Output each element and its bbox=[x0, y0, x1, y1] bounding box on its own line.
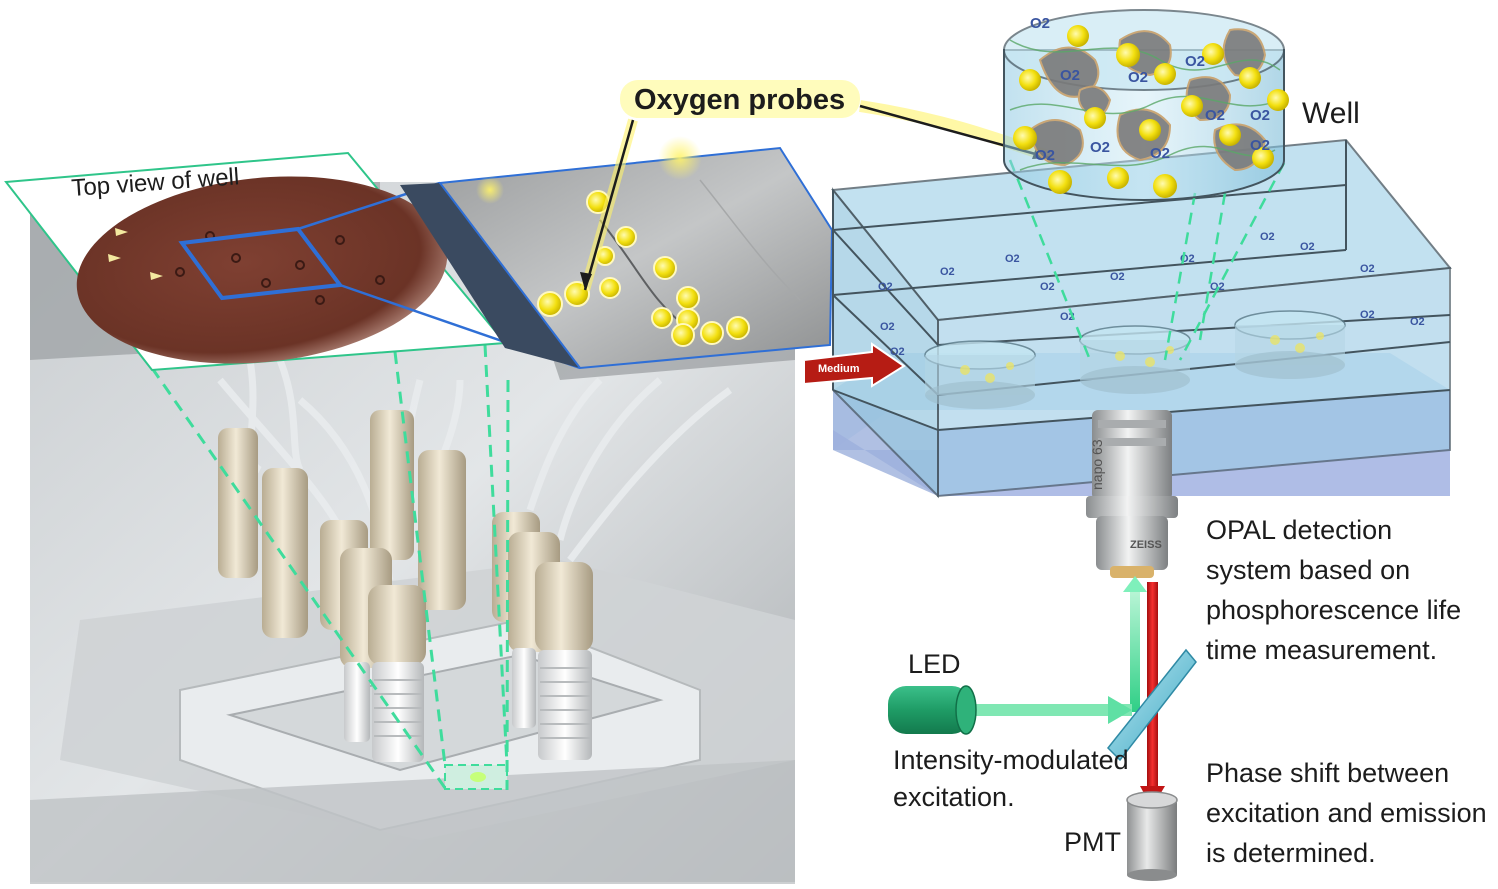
well-probes bbox=[1013, 25, 1289, 198]
opal-line-3: phosphorescence life bbox=[1206, 595, 1462, 625]
svg-text:O2: O2 bbox=[1005, 253, 1020, 265]
pmt-detector bbox=[1126, 791, 1178, 881]
svg-text:O2: O2 bbox=[1205, 107, 1225, 124]
svg-text:O2: O2 bbox=[1250, 107, 1270, 124]
svg-text:O2: O2 bbox=[940, 266, 955, 278]
tissue-well bbox=[76, 176, 448, 364]
objective-brand: ZEISS bbox=[1130, 539, 1162, 551]
tube-fittings bbox=[218, 410, 593, 762]
svg-text:O2: O2 bbox=[1060, 67, 1080, 84]
svg-text:O2: O2 bbox=[1110, 271, 1125, 283]
dichroic-mirror bbox=[1106, 648, 1197, 762]
svg-text:O2: O2 bbox=[1260, 231, 1275, 243]
medium-inlet-arrow: Medium bbox=[803, 342, 906, 388]
opal-line-4: time measurement. bbox=[1206, 635, 1438, 665]
excitation-beam-horizontal bbox=[972, 704, 1132, 716]
projection-lines-photo bbox=[150, 344, 510, 791]
micrograph-panel bbox=[400, 136, 834, 370]
chip-wells bbox=[924, 310, 1346, 409]
excitation-line-1: Intensity-modulated bbox=[893, 745, 1129, 775]
emission-beam bbox=[1147, 582, 1158, 788]
well-o2-labels: O2 O2 O2 O2 O2 O2 O2 O2 O2 O2 bbox=[1030, 15, 1270, 164]
excitation-line-2: excitation. bbox=[893, 782, 1015, 812]
svg-text:O2: O2 bbox=[1360, 263, 1375, 275]
microfluidic-chip: O2 O2 O2 O2 O2 O2 O2 O2 O2 O2 O2 O2 O2 O… bbox=[831, 138, 1452, 499]
opal-line-1: OPAL detection bbox=[1206, 515, 1393, 545]
excitation-beam-vertical bbox=[1130, 590, 1140, 712]
svg-text:O2: O2 bbox=[1300, 241, 1315, 253]
svg-text:O2: O2 bbox=[1150, 145, 1170, 162]
objective-text: napo 63 bbox=[1089, 439, 1105, 490]
svg-text:O2: O2 bbox=[1040, 281, 1055, 293]
svg-text:O2: O2 bbox=[1410, 316, 1425, 328]
pmt-label: PMT bbox=[1064, 827, 1121, 857]
well-cylinder: O2 O2 O2 O2 O2 O2 O2 O2 O2 O2 bbox=[1003, 9, 1289, 201]
projection-lines-well bbox=[1008, 159, 1286, 361]
svg-text:O2: O2 bbox=[1035, 147, 1055, 164]
optical-beams bbox=[972, 576, 1197, 808]
svg-text:O2: O2 bbox=[880, 321, 895, 333]
phase-line-3: is determined. bbox=[1206, 838, 1376, 868]
objective-lens: napo 63 ZEISS bbox=[1086, 410, 1178, 578]
top-view-panel: Top view of well bbox=[4, 151, 507, 372]
medium-label: Medium bbox=[818, 363, 860, 375]
svg-text:O2: O2 bbox=[1360, 309, 1375, 321]
svg-text:O2: O2 bbox=[1030, 15, 1050, 32]
well-label: Well bbox=[1302, 97, 1360, 130]
micro-probes bbox=[476, 136, 750, 347]
svg-text:O2: O2 bbox=[1250, 137, 1270, 154]
phase-line-2: excitation and emission bbox=[1206, 798, 1487, 828]
svg-text:O2: O2 bbox=[890, 346, 905, 358]
svg-text:O2: O2 bbox=[1128, 69, 1148, 86]
svg-text:O2: O2 bbox=[1185, 53, 1205, 70]
led-source bbox=[888, 685, 977, 735]
svg-text:O2: O2 bbox=[878, 281, 893, 293]
phase-line-1: Phase shift between bbox=[1206, 758, 1450, 788]
svg-text:O2: O2 bbox=[1090, 139, 1110, 156]
opal-line-2: system based on bbox=[1206, 555, 1411, 585]
led-label: LED bbox=[908, 649, 961, 679]
oxygen-probes-label: Oxygen probes bbox=[634, 84, 845, 116]
